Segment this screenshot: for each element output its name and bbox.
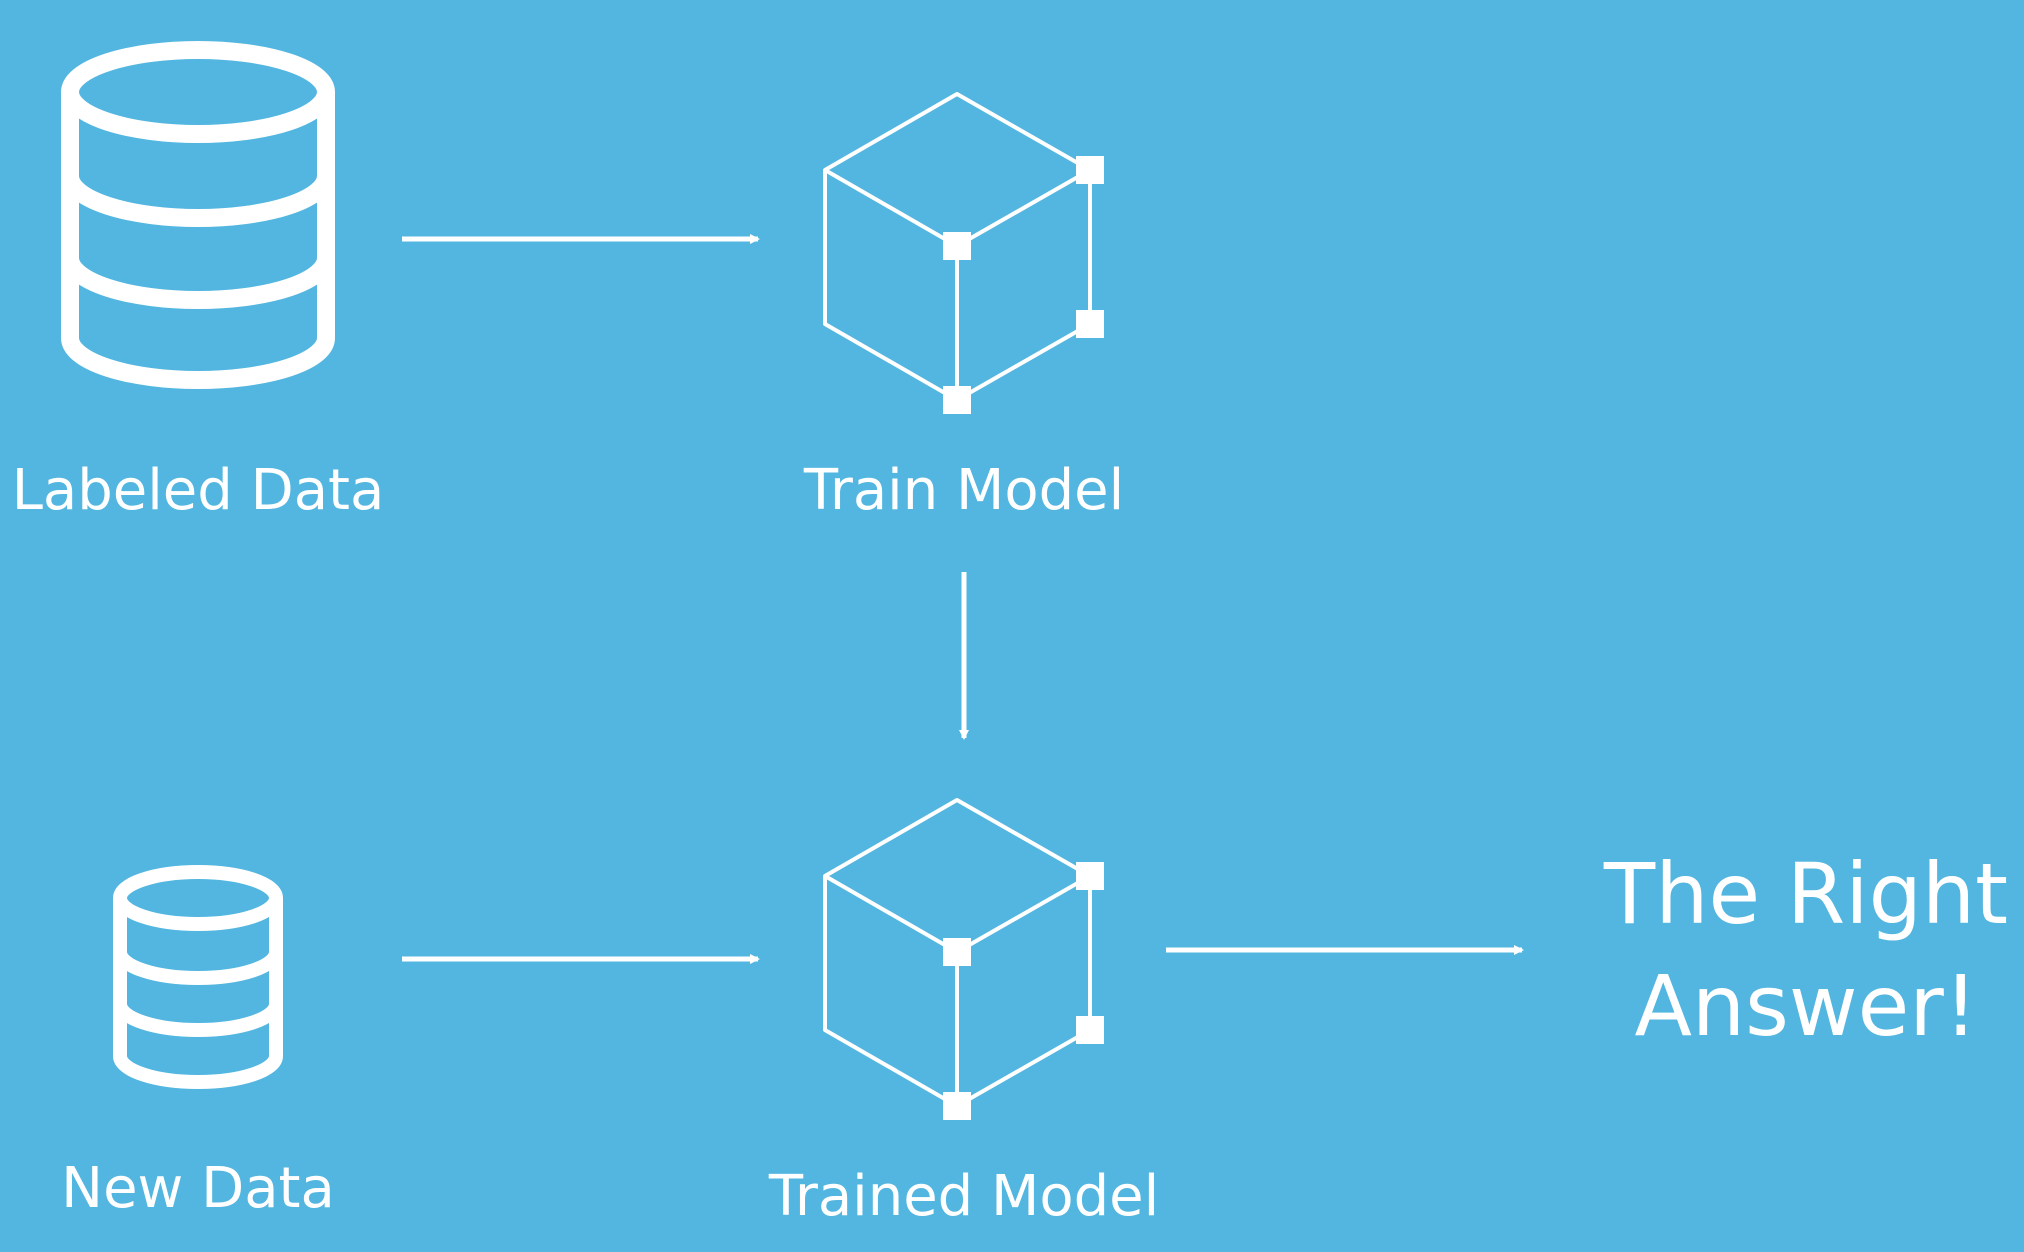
database-icon	[61, 41, 335, 389]
cube-icon	[823, 798, 1104, 1120]
right-answer-label: The Right Answer!	[1604, 838, 2008, 1062]
right-answer-line-1: The Right	[1603, 845, 2009, 943]
trained-model-label: Trained Model	[768, 1164, 1160, 1229]
database-icon	[113, 865, 283, 1089]
right-answer-line-2: Answer!	[1634, 957, 1978, 1055]
cube-icon	[823, 92, 1104, 414]
labeled-data-label: Labeled Data	[11, 458, 385, 523]
new-data-label: New Data	[61, 1156, 335, 1221]
train-model-label: Train Model	[803, 458, 1125, 523]
